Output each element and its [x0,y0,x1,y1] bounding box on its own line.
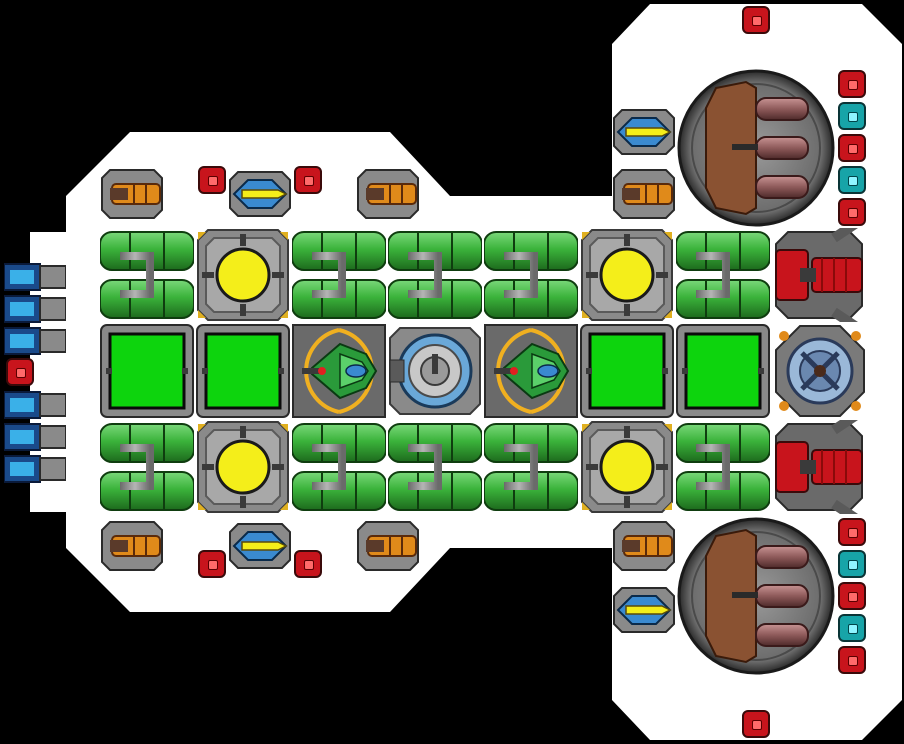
autocannon [613,169,675,219]
rear-thruster [4,391,66,419]
laser-gun [229,523,291,569]
reactor-module [581,421,673,513]
armor-block-cyan [838,102,866,130]
armor-block-cyan [838,550,866,578]
laser-gun [613,587,675,633]
fuel-tank [292,231,386,319]
fuel-tank [388,423,482,511]
armor-block-red [742,710,770,738]
fuel-tank [388,231,482,319]
cargo-cell [100,324,194,418]
fuel-tank [484,423,578,511]
fuel-tank [676,423,770,511]
armor-block-red [294,550,322,578]
armor-block-red [838,198,866,226]
armor-block-red [742,6,770,34]
fuel-tank [484,231,578,319]
fuel-tank [676,231,770,319]
autocannon [357,169,419,219]
armor-block-red [838,646,866,674]
reactor-module [197,421,289,513]
laser-gun [613,109,675,155]
fuel-tank [292,423,386,511]
armor-block-red [838,134,866,162]
laser-gun [229,171,291,217]
armor-block-red [838,70,866,98]
rear-thruster [4,327,66,355]
armor-block-cyan [838,614,866,642]
reactor-module [197,229,289,321]
fighter-bay [292,324,386,418]
autocannon [613,521,675,571]
armor-block-red [838,518,866,546]
armor-block-red [838,582,866,610]
gyroscope [775,325,865,417]
rear-thruster [4,423,66,451]
main-engine [677,69,835,227]
reactor-module [581,229,673,321]
autocannon [101,169,163,219]
armor-block-red [198,166,226,194]
rear-thruster [4,295,66,323]
fuel-tank [100,423,194,511]
autocannon [357,521,419,571]
armor-block-cyan [838,166,866,194]
armor-block-red [198,550,226,578]
heavy-turret [775,420,863,514]
cargo-cell [196,324,290,418]
rear-thruster [4,455,66,483]
heavy-turret [775,228,863,322]
autocannon [101,521,163,571]
main-engine [677,517,835,675]
cargo-cell [676,324,770,418]
armor-block-red [6,358,34,386]
rear-thruster [4,263,66,291]
fighter-bay [484,324,578,418]
command-core [389,325,481,417]
armor-block-red [294,166,322,194]
cargo-cell [580,324,674,418]
fuel-tank [100,231,194,319]
